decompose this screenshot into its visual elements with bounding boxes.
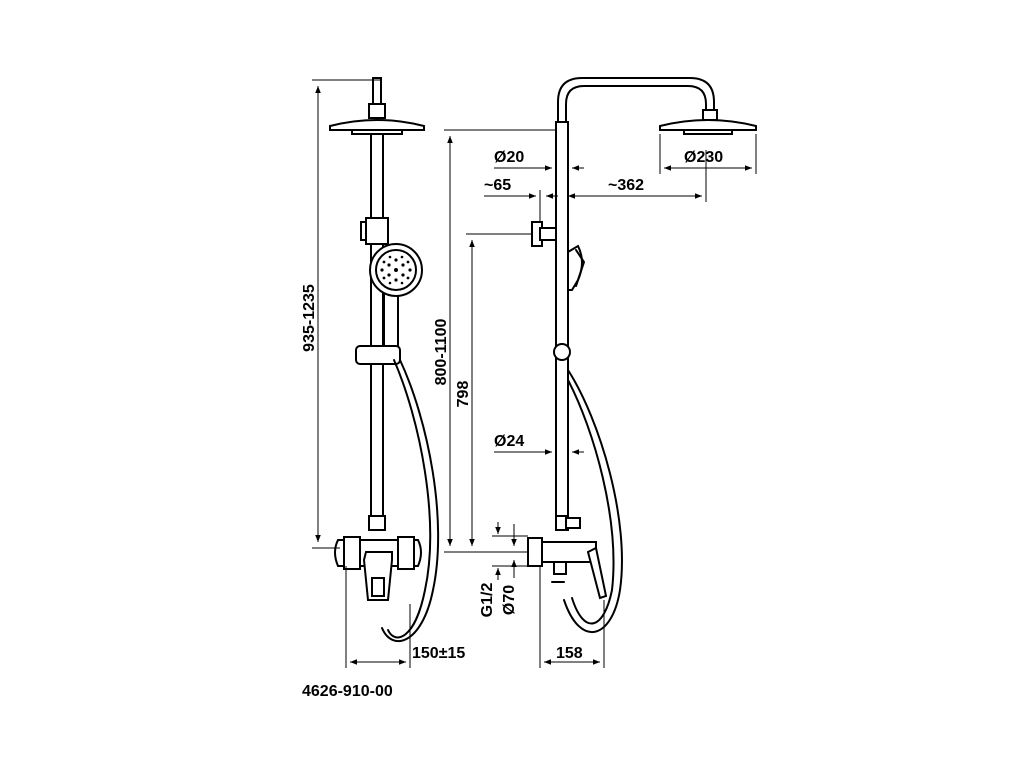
front-hand-shower	[369, 243, 423, 357]
dim-arm-offset: ~65	[484, 177, 511, 194]
dim-spout-projection: 150±15	[412, 645, 465, 662]
dim-rail-height: 800-1100	[433, 319, 450, 386]
dim-pipe-top: Ø20	[494, 149, 524, 166]
side-hose	[563, 369, 623, 633]
dim-overall-height: 935-1235	[301, 284, 318, 352]
dim-mixer-depth: 158	[556, 645, 583, 662]
front-rain-head	[329, 119, 425, 131]
product-code: 4626-910-00	[302, 683, 393, 700]
dim-arm-reach: ~362	[608, 177, 644, 194]
dim-inlet-thread: G1/2	[479, 583, 496, 618]
side-hand-shower	[567, 244, 583, 291]
front-view	[329, 77, 440, 643]
side-arm	[557, 77, 715, 123]
side-lever	[586, 546, 608, 600]
side-rain-head	[659, 119, 757, 131]
front-rail	[370, 133, 384, 525]
side-rail	[555, 121, 569, 525]
front-slider	[355, 345, 401, 365]
side-dimensions: 800-1100 798 Ø20 ~65 ~362 Ø230 Ø24 G1	[433, 129, 757, 668]
dim-mixer-height: 798	[455, 381, 472, 408]
front-dimensions: 935-1235 150±15	[301, 79, 465, 668]
front-hose	[387, 359, 432, 639]
side-view	[527, 77, 757, 633]
dim-escutcheon: Ø70	[501, 585, 518, 615]
side-slider	[553, 343, 571, 361]
dim-pipe-bottom: Ø24	[494, 433, 524, 450]
dim-head-diameter: Ø230	[684, 149, 723, 166]
